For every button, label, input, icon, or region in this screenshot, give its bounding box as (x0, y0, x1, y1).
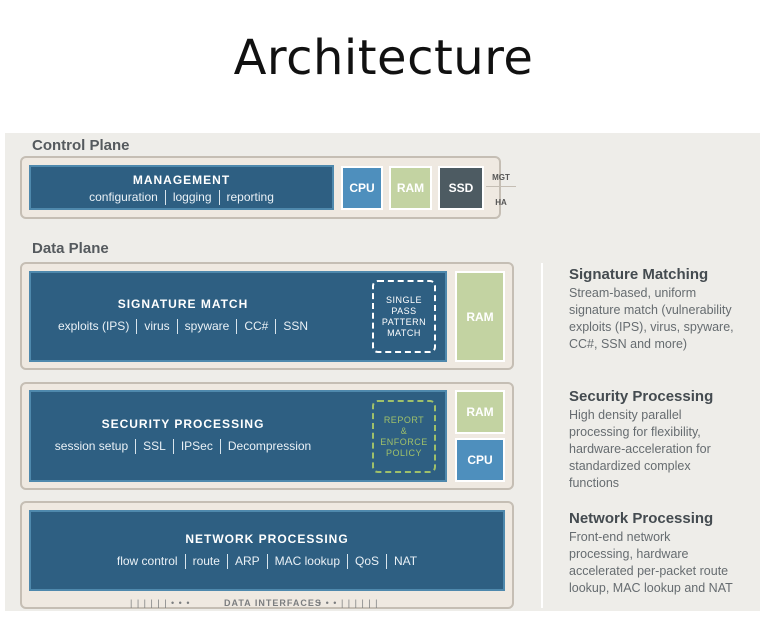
network-title: NETWORK PROCESSING (185, 532, 349, 546)
data-interfaces-label: DATA INTERFACES (224, 598, 322, 608)
description-line: lookup, MAC lookup and NAT (569, 581, 733, 595)
signature-title: SIGNATURE MATCH (117, 297, 249, 311)
slide-title: Architecture (233, 30, 534, 86)
engine-line: MATCH (387, 327, 421, 338)
policy-line: & (400, 425, 408, 436)
separator (135, 439, 137, 455)
policy-line: POLICY (385, 447, 422, 458)
description-line: functions (569, 476, 620, 490)
description-line: accelerated per-packet route (569, 564, 729, 578)
security-processing-heading: Security Processing (569, 388, 714, 405)
signature-ram-chip: RAM (455, 271, 505, 362)
network-processing-text: Front-end network processing, hardware a… (569, 529, 755, 597)
security-item: SSL (143, 439, 166, 453)
separator (236, 319, 238, 335)
separator (386, 554, 388, 570)
signature-item: virus (144, 319, 170, 333)
network-processing-block: NETWORK PROCESSING flow control route ARP M… (29, 510, 505, 591)
security-cpu-chip: CPU (455, 438, 505, 482)
network-processing-heading: Network Processing (569, 510, 714, 527)
management-title: MANAGEMENT (132, 173, 231, 187)
control-cpu-chip: CPU (341, 166, 383, 210)
separator (172, 439, 174, 455)
report-enforce-policy: REPORT & ENFORCE POLICY (372, 400, 436, 473)
description-line: signature match (vulnerability (569, 303, 732, 317)
policy-line: ENFORCE (380, 436, 428, 447)
separator (136, 319, 138, 335)
interface-ticks-right: • • • | | | | | | (318, 598, 379, 608)
description-line: High density parallel (569, 408, 682, 422)
description-line: exploits (IPS), virus, spyware, (569, 320, 734, 334)
description-line: processing for flexibility, (569, 425, 701, 439)
management-block: MANAGEMENT configuration logging reporting (29, 165, 334, 210)
separator (275, 319, 277, 335)
signature-matching-text: Stream-based, uniform signature match (v… (569, 285, 755, 353)
separator (347, 554, 348, 570)
mgt-port: MGT (486, 168, 516, 187)
network-item: MAC lookup (274, 554, 340, 568)
engine-line: SINGLE (385, 294, 422, 305)
network-item: route (192, 554, 220, 568)
interface-ticks-left: | | | | | | • • • (130, 598, 191, 608)
separator (176, 319, 178, 335)
network-item: ARP (234, 554, 260, 568)
separator (218, 190, 220, 206)
security-title: SECURITY PROCESSING (101, 417, 265, 431)
policy-line: REPORT (383, 414, 425, 425)
control-plane-label: Control Plane (32, 137, 130, 154)
security-item: IPSec (180, 439, 213, 453)
management-item: reporting (226, 190, 274, 204)
signature-items: exploits (IPS) virus spyware CC# SSN (31, 319, 335, 335)
signature-match-block: SIGNATURE MATCH exploits (IPS) virus spywa… (29, 271, 447, 362)
security-item: Decompression (227, 439, 312, 453)
data-plane-label: Data Plane (32, 240, 109, 257)
management-items: configuration logging reporting (31, 190, 332, 206)
separator (219, 439, 221, 455)
signature-item: CC# (244, 319, 269, 333)
description-line: hardware-acceleration for (569, 442, 711, 456)
signature-matching-heading: Signature Matching (569, 266, 709, 283)
separator (226, 554, 228, 570)
security-processing-block: SECURITY PROCESSING session setup SSL IPSe… (29, 390, 447, 482)
signature-item: exploits (IPS) (57, 319, 130, 333)
separator (266, 554, 268, 570)
description-line: standardized complex (569, 459, 691, 473)
single-pass-engine: SINGLE PASS PATTERN MATCH (372, 280, 436, 353)
engine-line: PATTERN (381, 316, 427, 327)
security-item: session setup (54, 439, 129, 453)
engine-line: PASS (391, 305, 417, 316)
network-items: flow control route ARP MAC lookup QoS NAT (31, 554, 503, 570)
management-item: configuration (89, 190, 158, 204)
separator (164, 190, 166, 206)
security-processing-text: High density parallel processing for fle… (569, 407, 755, 492)
separator (184, 554, 186, 570)
network-item: QoS (355, 554, 380, 568)
network-item: flow control (116, 554, 178, 568)
security-ram-chip: RAM (455, 390, 505, 434)
signature-item: SSN (283, 319, 309, 333)
management-item: logging (172, 190, 212, 204)
divider-line (541, 263, 543, 608)
description-line: processing, hardware (569, 547, 689, 561)
control-ram-chip: RAM (389, 166, 432, 210)
control-ssd-chip: SSD (438, 166, 484, 210)
description-line: CC#, SSN and more) (569, 337, 688, 351)
description-line: Stream-based, uniform (569, 286, 697, 300)
signature-item: spyware (184, 319, 230, 333)
description-line: Front-end network (569, 530, 671, 544)
security-items: session setup SSL IPSec Decompression (31, 439, 335, 455)
network-item: NAT (394, 554, 418, 568)
ha-port: HA (495, 197, 507, 207)
